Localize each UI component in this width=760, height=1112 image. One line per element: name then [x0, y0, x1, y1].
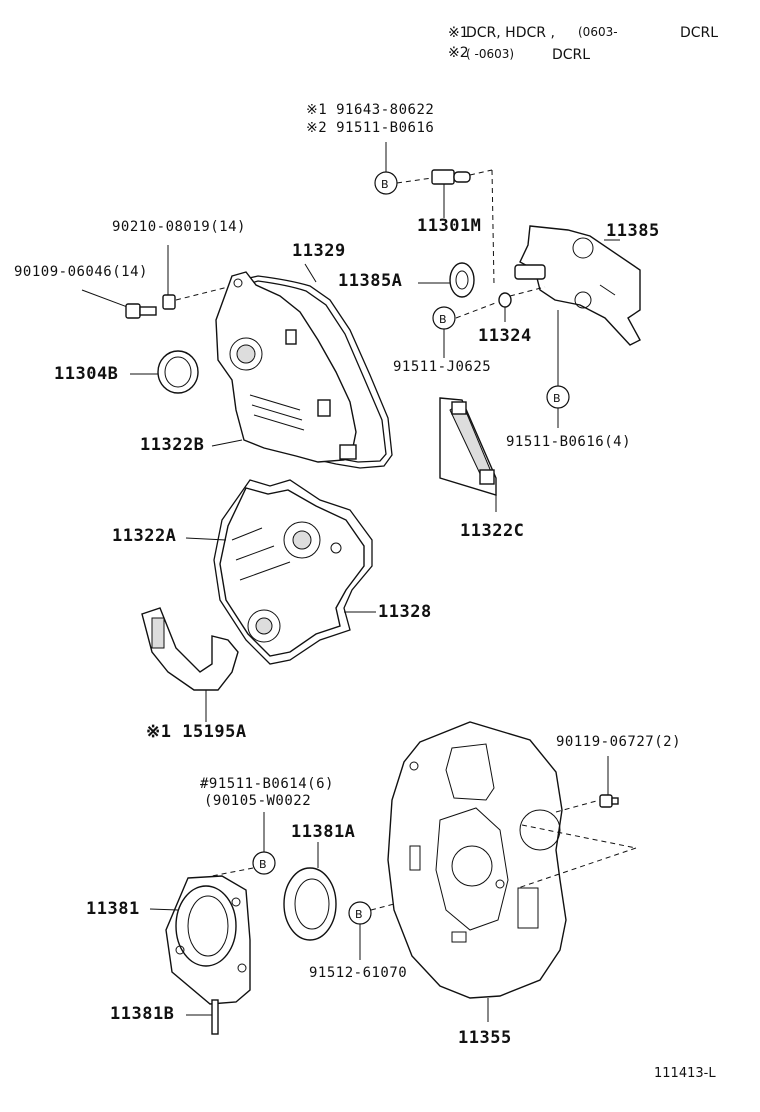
note-1-text: DCR, HDCR , — [466, 25, 555, 41]
label-11322c: 11322C — [460, 521, 525, 541]
label-11329: 11329 — [292, 241, 346, 261]
bolt-marker-top: B — [374, 171, 398, 195]
label-11355: 11355 — [458, 1028, 512, 1048]
gasket-11328 — [213, 479, 373, 665]
label-11385: 11385 — [606, 221, 660, 241]
svg-text:B: B — [439, 313, 447, 326]
washer-90210 — [162, 294, 176, 310]
label-90210-08019: 90210-08019(14) — [112, 219, 246, 235]
label-11324: 11324 — [478, 326, 532, 346]
note-1-model: DCRL — [680, 25, 719, 41]
bolt-marker-b0614: B — [252, 851, 276, 875]
bolt-marker-b0616-4: B — [546, 385, 570, 409]
bolt-marker-j0625: B — [432, 306, 456, 330]
svg-text:B: B — [355, 908, 363, 921]
label-91511-b0616-4: 91511-B0616(4) — [506, 434, 632, 450]
gasket-11329 — [231, 275, 393, 469]
label-91511-b0616: ※2 91511-B0616 — [306, 120, 435, 136]
label-11301m: 11301M — [417, 216, 482, 236]
svg-text:B: B — [381, 178, 389, 191]
label-90105-w0022: (90105-W0022 — [204, 793, 312, 809]
bolt-11381b — [211, 999, 219, 1035]
retainer-11381 — [165, 875, 251, 1005]
label-91512-61070: 91512-61070 — [309, 965, 408, 981]
seal-11385a — [449, 262, 475, 298]
pin-11301m — [431, 169, 471, 185]
label-11385a: 11385A — [338, 271, 403, 291]
label-11322a: 11322A — [112, 526, 177, 546]
bolt-marker-61070: B — [348, 901, 372, 925]
cover-11322b — [215, 271, 357, 463]
label-11381b: 11381B — [110, 1004, 175, 1024]
figure-code: 111413-L — [654, 1066, 716, 1081]
note-2-mark: ※2 — [448, 45, 469, 61]
bolt-90119 — [599, 794, 619, 808]
label-90109-06046: 90109-06046(14) — [14, 264, 148, 280]
svg-text:B: B — [259, 858, 267, 871]
note-2-model: DCRL — [552, 47, 591, 63]
bolt-90109 — [125, 303, 157, 319]
seal-11381a — [283, 867, 337, 941]
note-1-mark: ※1 — [448, 25, 469, 41]
note-2-text: ( -0603) — [466, 47, 515, 61]
label-11381a: 11381A — [291, 822, 356, 842]
svg-text:B: B — [553, 392, 561, 405]
plug-11304b — [157, 350, 199, 394]
label-11304b: 11304B — [54, 364, 119, 384]
guide-11322c — [439, 397, 497, 496]
label-15195a: ※1 15195A — [146, 722, 247, 742]
bushing-11324 — [498, 292, 512, 308]
cover-11322a — [219, 487, 365, 657]
guide-15195a — [141, 607, 239, 691]
label-91643-80622: ※1 91643-80622 — [306, 102, 435, 118]
label-91511-b0614: #91511-B0614(6) — [200, 776, 334, 792]
bracket-11385 — [514, 225, 641, 346]
plate-11355 — [387, 721, 567, 999]
label-11328: 11328 — [378, 602, 432, 622]
label-11322b: 11322B — [140, 435, 205, 455]
label-11381: 11381 — [86, 899, 140, 919]
label-91511-j0625: 91511-J0625 — [393, 359, 492, 375]
note-1-date: (0603- — [578, 25, 618, 39]
label-90119-06727: 90119-06727(2) — [556, 734, 682, 750]
